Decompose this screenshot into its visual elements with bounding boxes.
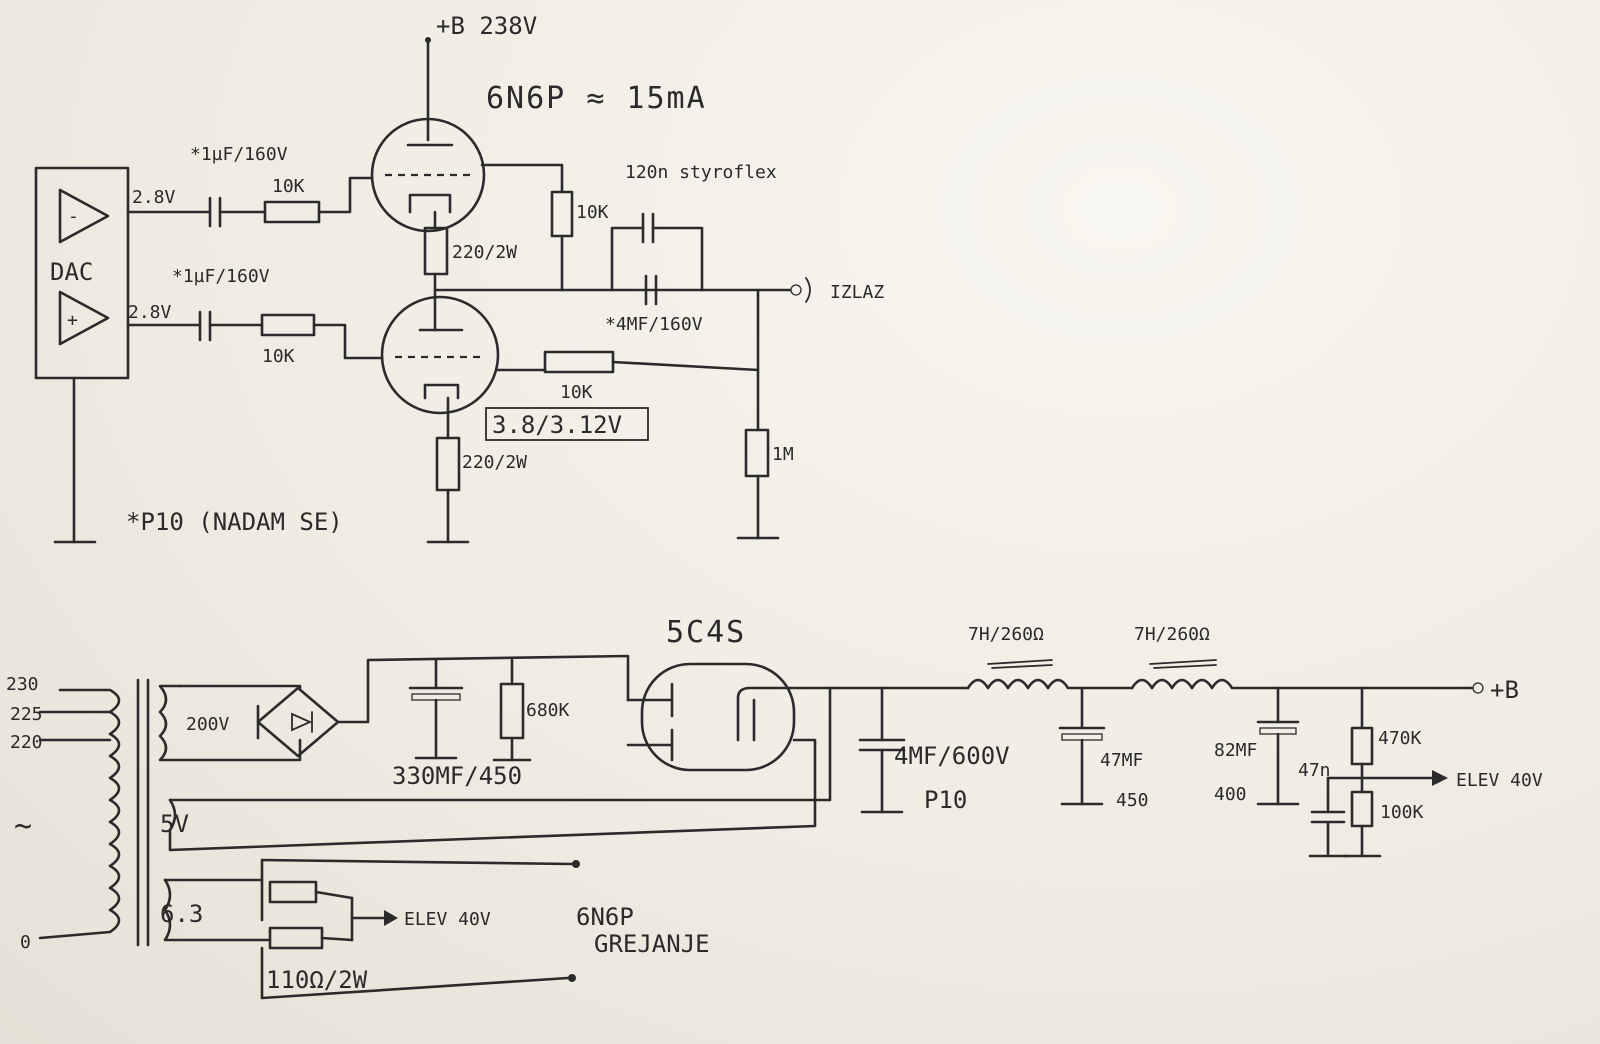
rectifier-tube [626, 662, 837, 772]
volt-bot-label: 2.8V [128, 302, 172, 323]
grid-res-label: 1M [772, 444, 794, 465]
out-cap-label: *4MF/160V [605, 314, 703, 335]
cap5-label: 47n [1298, 760, 1331, 781]
rectifier-tube-label: 5C4S [666, 615, 746, 650]
tap-230: 230 [6, 674, 39, 695]
tap-220: 220 [10, 732, 43, 753]
plate-res [480, 163, 574, 292]
sec-63-label: 6.3 [160, 900, 203, 928]
plate-res-label: 10K [576, 202, 609, 223]
cathode-res-top-label: 220/2W [452, 242, 517, 263]
cathode-res-top [423, 210, 449, 332]
cap2-label: 4MF/600V [894, 742, 1010, 770]
heater-label: GREJANJE [594, 930, 710, 958]
grid-res [736, 428, 780, 540]
cap4-label: 82MF [1214, 740, 1257, 761]
dac-block [34, 166, 130, 544]
styroflex-label: 120n styroflex [625, 162, 777, 183]
supply-label: +B 238V [436, 12, 537, 40]
divider [1308, 686, 1448, 858]
transformer [38, 678, 150, 947]
choke2-label: 7H/260Ω [1134, 624, 1210, 645]
res1-label: 680K [526, 700, 570, 721]
res-div-bot: 100K [1380, 802, 1424, 823]
input-path-top [126, 176, 374, 228]
elev-in-label: ELEV 40V [404, 909, 491, 930]
elev-out-label: ELEV 40V [1456, 770, 1543, 791]
fb-res-label: 10K [560, 382, 593, 403]
res-in-top-label: 10K [272, 176, 305, 197]
cap2 [858, 686, 906, 814]
cap-top-label: *1µF/160V [190, 144, 288, 165]
supply-wire [425, 37, 431, 142]
cap4 [1256, 686, 1300, 806]
tube-label: 6N6P ≈ 15mA [486, 81, 707, 116]
cathode-res-bot-label: 220/2W [462, 452, 527, 473]
output-label: IZLAZ [830, 282, 884, 303]
sec-5v-label: 5V [160, 810, 189, 838]
res-div-top: 470K [1378, 728, 1422, 749]
dac-label: DAC [50, 258, 93, 286]
upper-triode [370, 117, 486, 233]
res1 [492, 658, 532, 762]
cap1-label: 330MF/450 [392, 762, 522, 790]
sec-200v-label: 200V [186, 714, 230, 735]
tap-0: 0 [20, 932, 31, 953]
cap2-sub: P10 [924, 786, 967, 814]
choke1-label: 7H/260Ω [968, 624, 1044, 645]
cap3 [1058, 686, 1106, 806]
cap3-sub: 450 [1116, 790, 1149, 811]
lower-triode [380, 295, 500, 415]
volt-top-label: 2.8V [132, 187, 176, 208]
b-plus-rail [833, 659, 1484, 694]
cap4-sub: 400 [1214, 784, 1247, 805]
bias-box [485, 407, 649, 441]
feedback-res [496, 288, 760, 432]
output-wire [433, 277, 811, 303]
cap-bot-label: *1µF/160V [172, 266, 270, 287]
secondary-200v [158, 654, 630, 762]
ac-symbol: ~ [14, 809, 34, 844]
heater-tube-label: 6N6P [576, 903, 634, 931]
bias-label: 3.8/3.12V [492, 411, 622, 439]
res-in-bot-label: 10K [262, 346, 295, 367]
dac-plus: + [67, 310, 78, 331]
output-caps [610, 212, 704, 306]
secondary-5v [168, 686, 832, 852]
dac-minus: - [68, 206, 79, 227]
cap3-label: 47MF [1100, 750, 1143, 771]
cap1 [408, 658, 464, 760]
heater-res-label: 110Ω/2W [266, 966, 368, 994]
secondary-heater [163, 858, 580, 1000]
cathode-res-bot [426, 396, 470, 544]
out-plus-b: +B [1490, 676, 1519, 704]
input-path-bottom [126, 310, 384, 360]
note-label: *P10 (NADAM SE) [126, 508, 343, 536]
tap-225: 225 [10, 704, 43, 725]
